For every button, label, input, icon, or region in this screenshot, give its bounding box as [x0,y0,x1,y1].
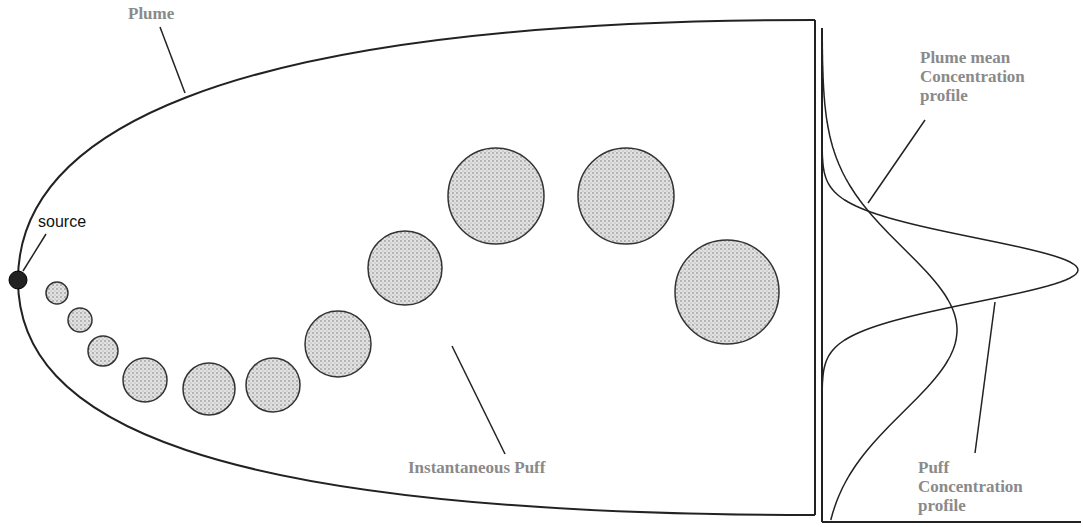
leader-line [23,234,46,271]
puff-profile [822,30,1078,520]
puff-series [46,148,779,415]
plume-label: Plume [128,4,248,23]
source-label: source [38,212,118,231]
leader-line [868,120,925,203]
profile-baseline [822,521,1081,523]
puff-label: Instantaneous Puff [408,458,618,477]
leader-line [975,302,995,453]
plume-envelope [18,20,815,515]
plume-profile-label: Plume mean Concentration profile [920,48,1038,105]
leader-line [160,27,185,93]
plume-end-line [814,20,816,515]
source-dot [9,271,27,289]
leader-line [452,346,505,454]
puff-profile-label: Puff Concentration profile [918,458,1036,515]
